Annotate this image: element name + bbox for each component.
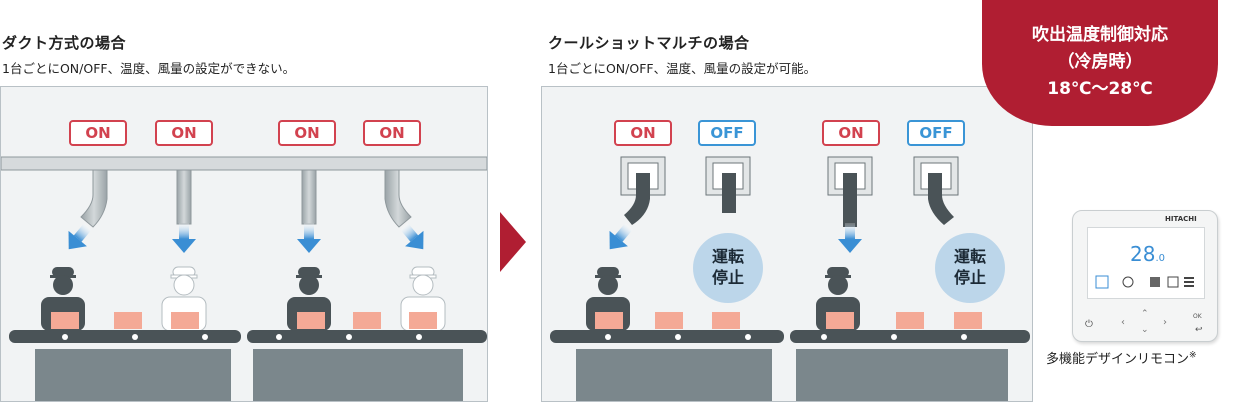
product-box: [51, 312, 79, 329]
product-box: [353, 312, 381, 329]
stopped-label-line2: 停止: [953, 268, 986, 287]
remote-screen: 28.0: [1087, 227, 1205, 299]
conveyor-belt-2: [247, 330, 487, 343]
conveyor-base-2: [253, 349, 463, 401]
branch-duct-2: [176, 169, 192, 225]
remote-timer-icon: [1167, 276, 1179, 288]
airflow-arrow-3: [838, 223, 862, 253]
remote-temp-decimal: .0: [1155, 253, 1165, 264]
remote-caption-note: ※: [1189, 350, 1197, 361]
conveyor-base-1: [35, 349, 231, 401]
badge-line1: 吹出温度制御対応: [1032, 25, 1168, 45]
airflow-arrow-1: [68, 223, 92, 250]
product-box: [712, 312, 740, 329]
cooling-unit-4: [913, 156, 959, 225]
remote-ok-button[interactable]: OK: [1193, 313, 1202, 320]
duct-illustration: [1, 156, 487, 401]
switch-tag-2: ON: [155, 120, 213, 146]
branch-duct-3: [301, 169, 317, 225]
comparison-arrow-icon: [500, 212, 526, 272]
remote-left-icon[interactable]: ‹: [1121, 317, 1125, 328]
conveyor-belt-2: [790, 330, 1030, 343]
product-box: [595, 312, 623, 329]
switch-tag-3: ON: [278, 120, 336, 146]
switch-tag-2: OFF: [698, 120, 756, 146]
product-box: [409, 312, 437, 329]
product-box: [655, 312, 683, 329]
remote-direction-icon: [1150, 277, 1160, 287]
switch-tag-3: ON: [822, 120, 880, 146]
stopped-bubble-4: 運転 停止: [935, 233, 1005, 303]
airflow-arrow-1: [609, 223, 633, 250]
branch-duct-4: [384, 169, 412, 228]
remote-mode-icon: [1095, 275, 1109, 289]
remote-up-icon[interactable]: ⌃: [1141, 309, 1149, 319]
stopped-bubble-2: 運転 停止: [693, 233, 763, 303]
switch-tag-1: ON: [69, 120, 127, 146]
product-box: [896, 312, 924, 329]
duct-system-panel: ON ON ON ON: [0, 86, 488, 402]
temperature-control-badge: 吹出温度制御対応 （冷房時） 18℃〜28℃: [982, 0, 1218, 126]
product-box: [114, 312, 142, 329]
product-box: [171, 312, 199, 329]
remote-power-icon[interactable]: ⏻: [1085, 319, 1093, 330]
coolshot-illustration: [550, 156, 1030, 401]
badge-line3: 18℃〜28℃: [1047, 79, 1153, 99]
remote-down-icon[interactable]: ⌄: [1141, 325, 1149, 335]
left-section-subtitle: 1台ごとにON/OFF、温度、風量の設定ができない。: [2, 61, 296, 76]
conveyor-base-2: [796, 349, 1008, 401]
switch-tag-1: ON: [614, 120, 672, 146]
coolshot-multi-panel: ON OFF ON OFF: [541, 86, 1033, 402]
cooling-unit-1: [620, 156, 666, 225]
main-duct: [1, 156, 487, 171]
right-section-subtitle: 1台ごとにON/OFF、温度、風量の設定が可能。: [548, 61, 817, 76]
remote-temp: 28.0: [1130, 242, 1165, 266]
remote-caption: 多機能デザインリモコン※: [1046, 348, 1197, 367]
switch-tag-4: OFF: [907, 120, 965, 146]
product-box: [826, 312, 854, 329]
stopped-label-line1: 運転: [953, 247, 986, 266]
branch-duct-1: [80, 169, 108, 228]
airflow-arrow-4: [400, 223, 424, 250]
cooling-unit-3: [827, 156, 873, 227]
switch-tag-4: ON: [363, 120, 421, 146]
product-box: [297, 312, 325, 329]
remote-menu-icon: [1184, 277, 1194, 287]
remote-right-icon[interactable]: ›: [1163, 317, 1167, 328]
product-box: [954, 312, 982, 329]
remote-brand: HITACHI: [1165, 215, 1197, 223]
remote-caption-text: 多機能デザインリモコン: [1046, 352, 1190, 367]
conveyor-belt-1: [9, 330, 241, 343]
airflow-arrow-2: [172, 223, 196, 253]
remote-controller: HITACHI 28.0 ⏻ ‹ ⌃ ⌄ › OK ↩: [1072, 210, 1218, 342]
remote-menu-icons: [1095, 275, 1194, 289]
conveyor-base-1: [576, 349, 772, 401]
remote-back-icon[interactable]: ↩: [1195, 325, 1203, 335]
right-section-title: クールショットマルチの場合: [548, 34, 750, 52]
cooling-unit-2: [705, 156, 751, 213]
airflow-arrow-3: [297, 223, 321, 253]
stopped-label-line1: 運転: [711, 247, 744, 266]
left-section-title: ダクト方式の場合: [2, 34, 127, 52]
remote-temp-main: 28: [1130, 242, 1156, 266]
stopped-label-line2: 停止: [711, 268, 744, 287]
badge-line2: （冷房時）: [1057, 52, 1143, 72]
remote-fan-icon: [1122, 276, 1134, 288]
